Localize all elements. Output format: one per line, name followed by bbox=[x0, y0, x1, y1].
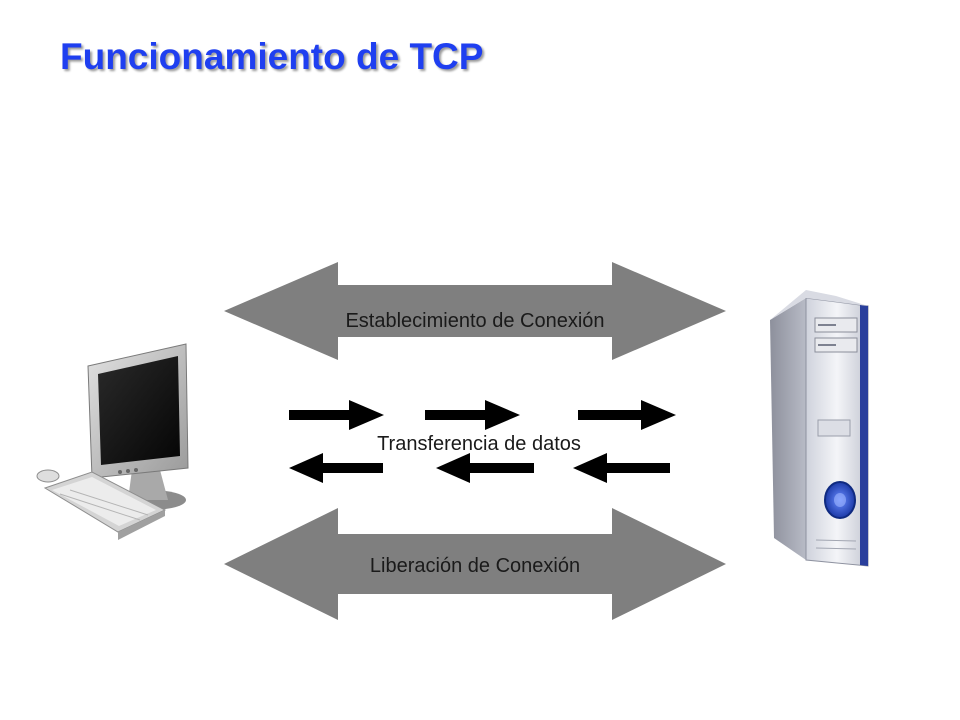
right-arrow-1 bbox=[289, 400, 384, 430]
desktop-computer-icon bbox=[36, 343, 189, 540]
release-connection-arrow: Liberación de Conexión bbox=[224, 508, 726, 620]
right-arrow-2 bbox=[425, 400, 520, 430]
release-connection-label: Liberación de Conexión bbox=[370, 555, 580, 577]
slide-title: Funcionamiento de TCP bbox=[60, 36, 484, 77]
release-double-arrow-shape bbox=[224, 508, 726, 620]
left-arrow-2 bbox=[436, 453, 534, 483]
establish-double-arrow-shape bbox=[224, 262, 726, 360]
data-transfer-label: Transferencia de datos bbox=[377, 433, 581, 455]
establish-connection-arrow: Establecimiento de Conexión bbox=[224, 262, 726, 360]
left-arrow-1 bbox=[289, 453, 383, 483]
data-transfer-arrows: Transferencia de datos bbox=[289, 400, 676, 483]
left-arrow-3 bbox=[573, 453, 670, 483]
right-arrow-3 bbox=[578, 400, 676, 430]
tower-server-icon bbox=[770, 290, 869, 567]
establish-connection-label: Establecimiento de Conexión bbox=[345, 310, 604, 332]
